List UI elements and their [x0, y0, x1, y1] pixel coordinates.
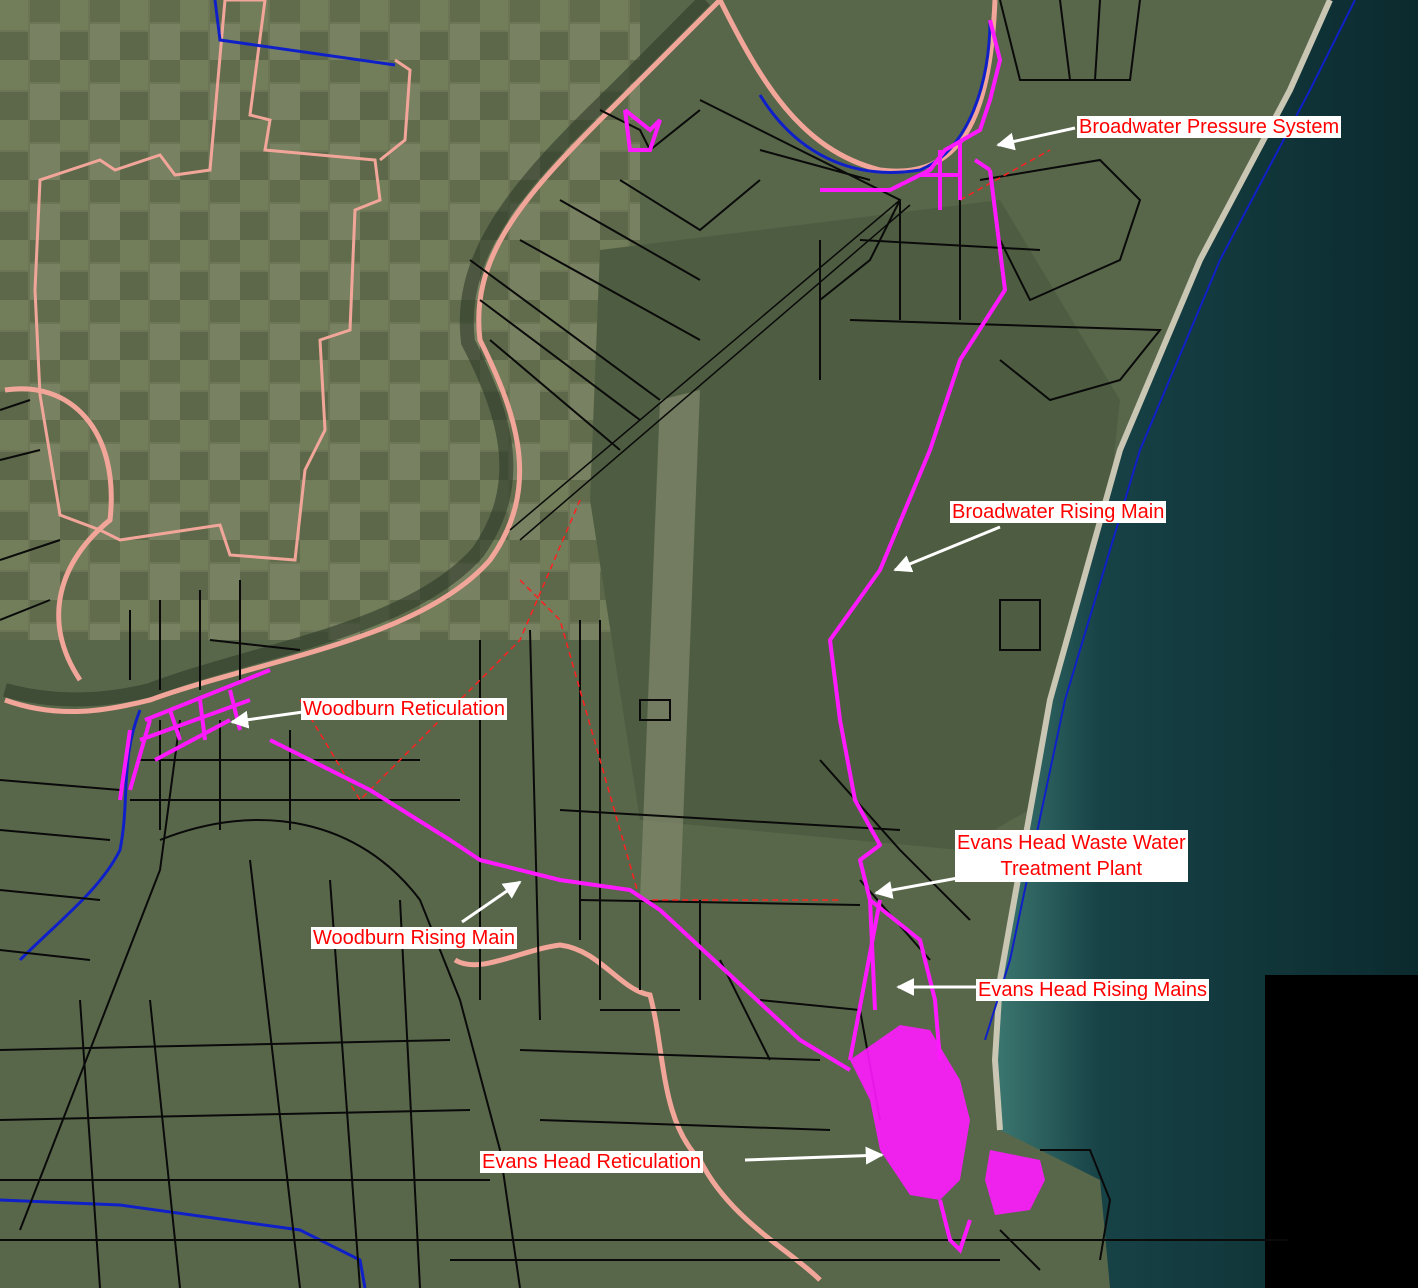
- black-corner: [1265, 975, 1418, 1288]
- dune-strip: [640, 390, 700, 900]
- arrow-broadwater-rising: [893, 525, 1001, 573]
- label-woodburn-rising-main[interactable]: Woodburn Rising Main: [311, 927, 517, 949]
- label-arrows: [230, 126, 1076, 1165]
- arrow-evans-wwtp: [874, 876, 959, 899]
- loop-west: [4, 386, 114, 682]
- arrow-woodburn-reticulation: [230, 710, 304, 729]
- red-easements: [299, 149, 1051, 901]
- label-woodburn-reticulation[interactable]: Woodburn Reticulation: [301, 698, 507, 720]
- river-bend-north: [717, 0, 998, 174]
- wetland-centre: [590, 200, 1120, 850]
- blue-boundary-south: [0, 1198, 367, 1288]
- woodburn-reticulation: [118, 668, 271, 801]
- evans-river: [453, 942, 822, 1282]
- farmland-northwest: [0, 0, 640, 640]
- broadwater-rising-main: [828, 169, 1007, 1011]
- coast-boundary-blue: [984, 0, 1356, 1041]
- blue-boundary-north: [213, 0, 396, 67]
- sewer-network: [269, 169, 1007, 1072]
- label-evans-wwtp-line2: Treatment Plant: [1000, 858, 1143, 880]
- river-corridor-inner: [3, 0, 710, 707]
- shire-boundary-2: [379, 58, 412, 162]
- label-evans-head-reticulation[interactable]: Evans Head Reticulation: [480, 1151, 704, 1173]
- ocean: [995, 0, 1418, 1288]
- evans-head-reticulation: [850, 1025, 1045, 1254]
- label-evans-head-wwtp[interactable]: Evans Head Waste Water Treatment Plant: [955, 830, 1188, 882]
- cadastre-lines: [0, 0, 1288, 1288]
- label-broadwater-pressure-system[interactable]: Broadwater Pressure System: [1077, 116, 1342, 138]
- label-broadwater-rising-main[interactable]: Broadwater Rising Main: [950, 501, 1167, 523]
- arrow-evans-reticulation: [744, 1146, 884, 1165]
- shire-boundary: [33, 0, 382, 562]
- label-evans-head-rising-mains[interactable]: Evans Head Rising Mains: [976, 979, 1209, 1001]
- woodburn-rising-main: [269, 738, 852, 1072]
- river-corridor: [4, 0, 722, 714]
- arrow-broadwater-pressure: [996, 126, 1076, 151]
- river-bend-north-blue: [758, 19, 992, 174]
- broadwater-pressure-system: [623, 19, 1003, 210]
- arrow-woodburn-rising: [461, 880, 522, 924]
- evans-rising-mains: [868, 898, 942, 1061]
- label-evans-wwtp-line1: Evans Head Waste Water: [957, 832, 1186, 854]
